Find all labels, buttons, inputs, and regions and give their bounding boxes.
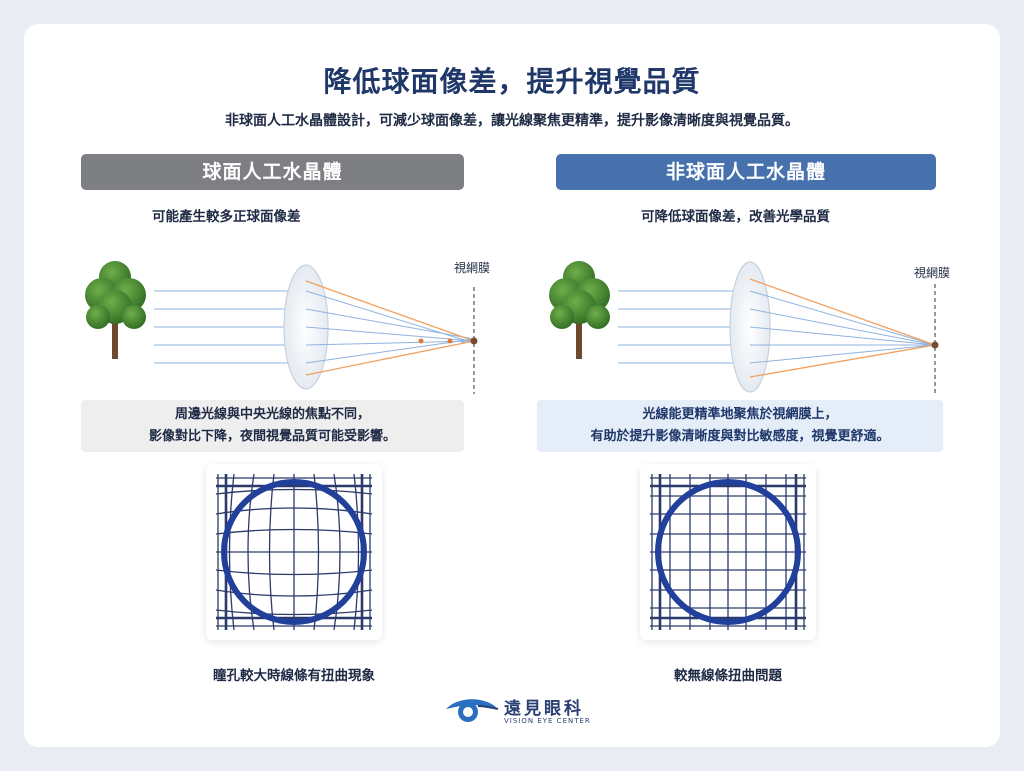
aspheric-caption: 可降低球面像差，改善光學品質 bbox=[641, 209, 830, 225]
spherical-note: 周邊光線與中央光線的焦點不同， 影像對比下降，夜間視覺品質可能受影響。 bbox=[81, 400, 464, 452]
spherical-lens-diagram: 視網膜 bbox=[85, 260, 490, 394]
eye-logo-icon bbox=[446, 699, 499, 722]
spherical-caption: 可能產生較多正球面像差 bbox=[152, 209, 301, 225]
clear-grid-caption: 較無線條扭曲問題 bbox=[674, 668, 782, 684]
logo-chinese-name: 遠見眼科 bbox=[504, 699, 584, 719]
aspheric-note-line2: 有助於提升影像清晰度與對比敏感度，視覺更舒適。 bbox=[590, 429, 890, 444]
distorted-grid-caption: 瞳孔較大時線條有扭曲現象 bbox=[213, 668, 375, 684]
tree-icon bbox=[85, 261, 146, 359]
tree-icon bbox=[549, 261, 610, 359]
aspheric-lens-diagram: 視網膜 bbox=[549, 261, 950, 394]
aspheric-note: 光線能更精準地聚焦於視網膜上， 有助於提升影像清晰度與對比敏感度，視覺更舒適。 bbox=[537, 400, 943, 452]
spherical-note-line2: 影像對比下降，夜間視覺品質可能受影響。 bbox=[148, 429, 396, 444]
distorted-grid-panel bbox=[206, 464, 382, 640]
distorted-grid-illustration bbox=[215, 473, 373, 631]
clear-grid-illustration bbox=[650, 474, 806, 630]
logo-english-name: VISION EYE CENTER bbox=[504, 717, 591, 725]
spherical-lens-header: 球面人工水晶體 bbox=[81, 154, 464, 190]
clear-grid-panel bbox=[640, 464, 816, 640]
page-subtitle: 非球面人工水晶體設計，可減少球面像差，讓光線聚焦更精準，提升影像清晰度與視覺品質… bbox=[225, 113, 799, 129]
aspheric-lens-header: 非球面人工水晶體 bbox=[556, 154, 936, 190]
retina-label: 視網膜 bbox=[914, 265, 950, 280]
content-card: 降低球面像差，提升視覺品質 非球面人工水晶體設計，可減少球面像差，讓光線聚焦更精… bbox=[24, 24, 1000, 747]
aspheric-note-line1: 光線能更精準地聚焦於視網膜上， bbox=[642, 407, 838, 422]
retina-label: 視網膜 bbox=[454, 260, 490, 275]
page-title: 降低球面像差，提升視覺品質 bbox=[323, 65, 701, 98]
spherical-note-line1: 周邊光線與中央光線的焦點不同， bbox=[174, 407, 370, 422]
